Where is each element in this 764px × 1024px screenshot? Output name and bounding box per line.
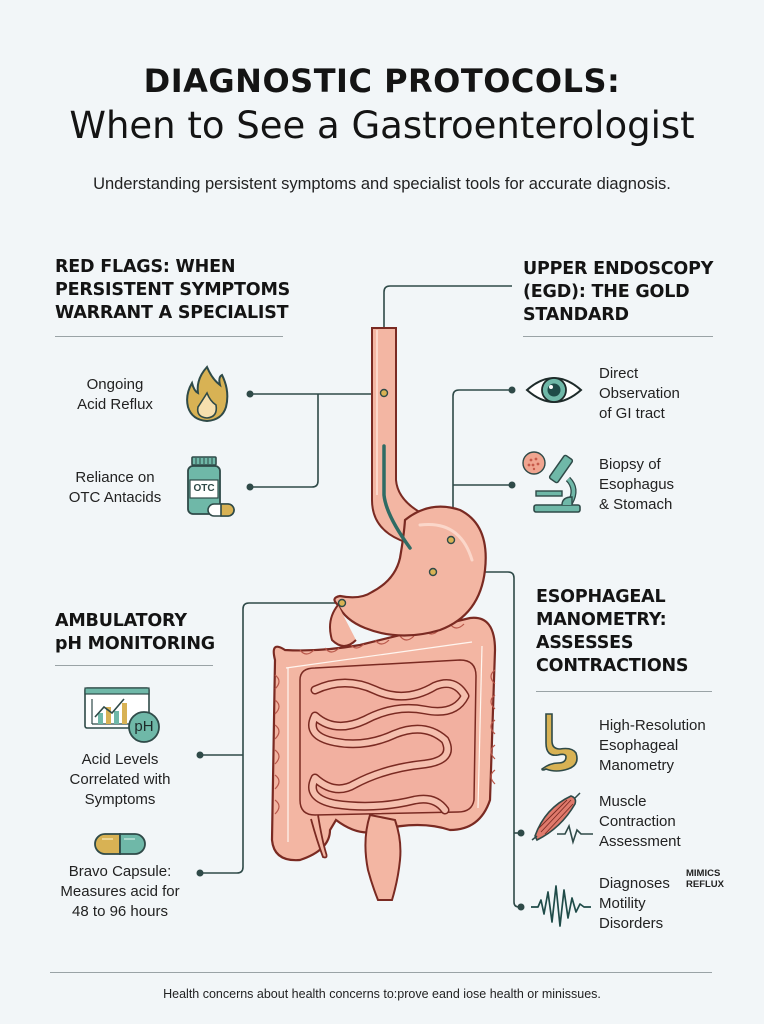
- flame-icon: [186, 365, 229, 423]
- item-biopsy: Biopsy of Esophagus & Stomach: [599, 455, 674, 515]
- item-label: Acid Levels: [81, 751, 159, 768]
- item-diagnoses-motility: Diagnoses Motility Disorders: [599, 874, 670, 934]
- heading-line: WARRANT A SPECIALIST: [55, 303, 289, 323]
- heading-line: STANDARD: [523, 305, 629, 325]
- ph-label: pH: [134, 718, 154, 735]
- section-divider: [55, 336, 283, 337]
- item-label: Disorders: [599, 915, 664, 932]
- item-direct-observation: Direct Observation of GI tract: [599, 364, 680, 424]
- item-label: Contraction: [599, 813, 676, 830]
- item-high-resolution-manometry: High-Resolution Esophageal Manometry: [599, 716, 706, 776]
- section-heading-manometry: ESOPHAGEAL MANOMETRY: ASSESSES CONTRACTI…: [536, 586, 689, 678]
- footer-text: Health concerns about health concerns to…: [163, 987, 601, 1001]
- microscope-icon: [522, 451, 581, 513]
- item-label: Correlated with: [69, 771, 171, 788]
- item-label: Assessment: [599, 833, 681, 850]
- mimics-reflux-tag: MIMICS REFLUX: [686, 868, 724, 890]
- item-reliance-otc-antacids: Reliance on OTC Antacids: [50, 468, 180, 508]
- heading-line: AMBULATORY: [55, 611, 187, 631]
- heading-line: pH MONITORING: [55, 634, 215, 654]
- heading-line: ASSESSES: [536, 633, 634, 653]
- ph-chart-icon: pH: [84, 687, 160, 745]
- otc-label: OTC: [193, 483, 215, 494]
- page-title-line2: When to See a Gastroenterologist: [69, 104, 695, 147]
- large-intestine: [270, 616, 497, 901]
- heading-line: (EGD): THE GOLD: [523, 282, 690, 302]
- item-bravo-capsule: Bravo Capsule: Measures acid for 48 to 9…: [45, 862, 195, 922]
- item-label: Motility: [599, 895, 646, 912]
- eye-icon: [525, 377, 583, 403]
- item-ongoing-acid-reflux: Ongoing Acid Reflux: [50, 375, 180, 415]
- tag-line: REFLUX: [686, 879, 724, 890]
- heading-line: MANOMETRY:: [536, 610, 667, 630]
- item-label: Esophagus: [599, 476, 675, 493]
- item-label: Diagnoses: [599, 875, 670, 892]
- item-label: Direct: [599, 365, 639, 382]
- item-label: of GI tract: [599, 405, 665, 422]
- item-label: Acid Reflux: [77, 396, 153, 413]
- muscle-wave-icon: [531, 792, 593, 845]
- item-label: Muscle: [599, 793, 647, 810]
- item-acid-levels: Acid Levels Correlated with Symptoms: [50, 750, 190, 810]
- esophagus-stomach-icon: [541, 713, 578, 772]
- capsule-icon: [94, 833, 146, 855]
- waveform-icon: [531, 885, 591, 927]
- section-heading-ph-monitoring: AMBULATORY pH MONITORING: [55, 610, 215, 656]
- section-heading-red-flags: RED FLAGS: WHEN PERSISTENT SYMPTOMS WARR…: [55, 256, 290, 325]
- heading-line: RED FLAGS: WHEN: [55, 257, 236, 277]
- heading-line: ESOPHAGEAL: [536, 587, 666, 607]
- pill-bottle-icon: OTC: [186, 456, 236, 518]
- heading-line: CONTRACTIONS: [536, 656, 689, 676]
- item-label: Ongoing: [86, 376, 144, 393]
- item-muscle-contraction: Muscle Contraction Assessment: [599, 792, 681, 852]
- footer-divider: [50, 972, 712, 973]
- tag-line: MIMICS: [686, 868, 721, 879]
- heading-line: UPPER ENDOSCOPY: [523, 259, 714, 279]
- page-subtitle: Understanding persistent symptoms and sp…: [93, 175, 671, 193]
- item-label: Esophageal: [599, 737, 679, 754]
- item-label: OTC Antacids: [68, 489, 162, 506]
- heading-line: PERSISTENT SYMPTOMS: [55, 280, 291, 300]
- item-label: Symptoms: [84, 791, 156, 808]
- connector-lines: [200, 285, 521, 908]
- item-label: Observation: [599, 385, 680, 402]
- item-label: Bravo Capsule:: [68, 863, 172, 880]
- item-label: High-Resolution: [599, 717, 706, 734]
- section-heading-endoscopy: UPPER ENDOSCOPY (EGD): THE GOLD STANDARD: [523, 258, 713, 327]
- section-divider: [536, 691, 712, 692]
- page-title-line1: DIAGNOSTIC PROTOCOLS:: [143, 62, 621, 100]
- section-divider: [55, 665, 213, 666]
- item-label: 48 to 96 hours: [72, 903, 168, 920]
- item-label: & Stomach: [599, 496, 673, 513]
- item-label: Biopsy of: [599, 456, 661, 473]
- item-label: Measures acid for: [60, 883, 180, 900]
- item-label: Manometry: [599, 757, 675, 774]
- item-label: Reliance on: [75, 469, 155, 486]
- section-divider: [523, 336, 713, 337]
